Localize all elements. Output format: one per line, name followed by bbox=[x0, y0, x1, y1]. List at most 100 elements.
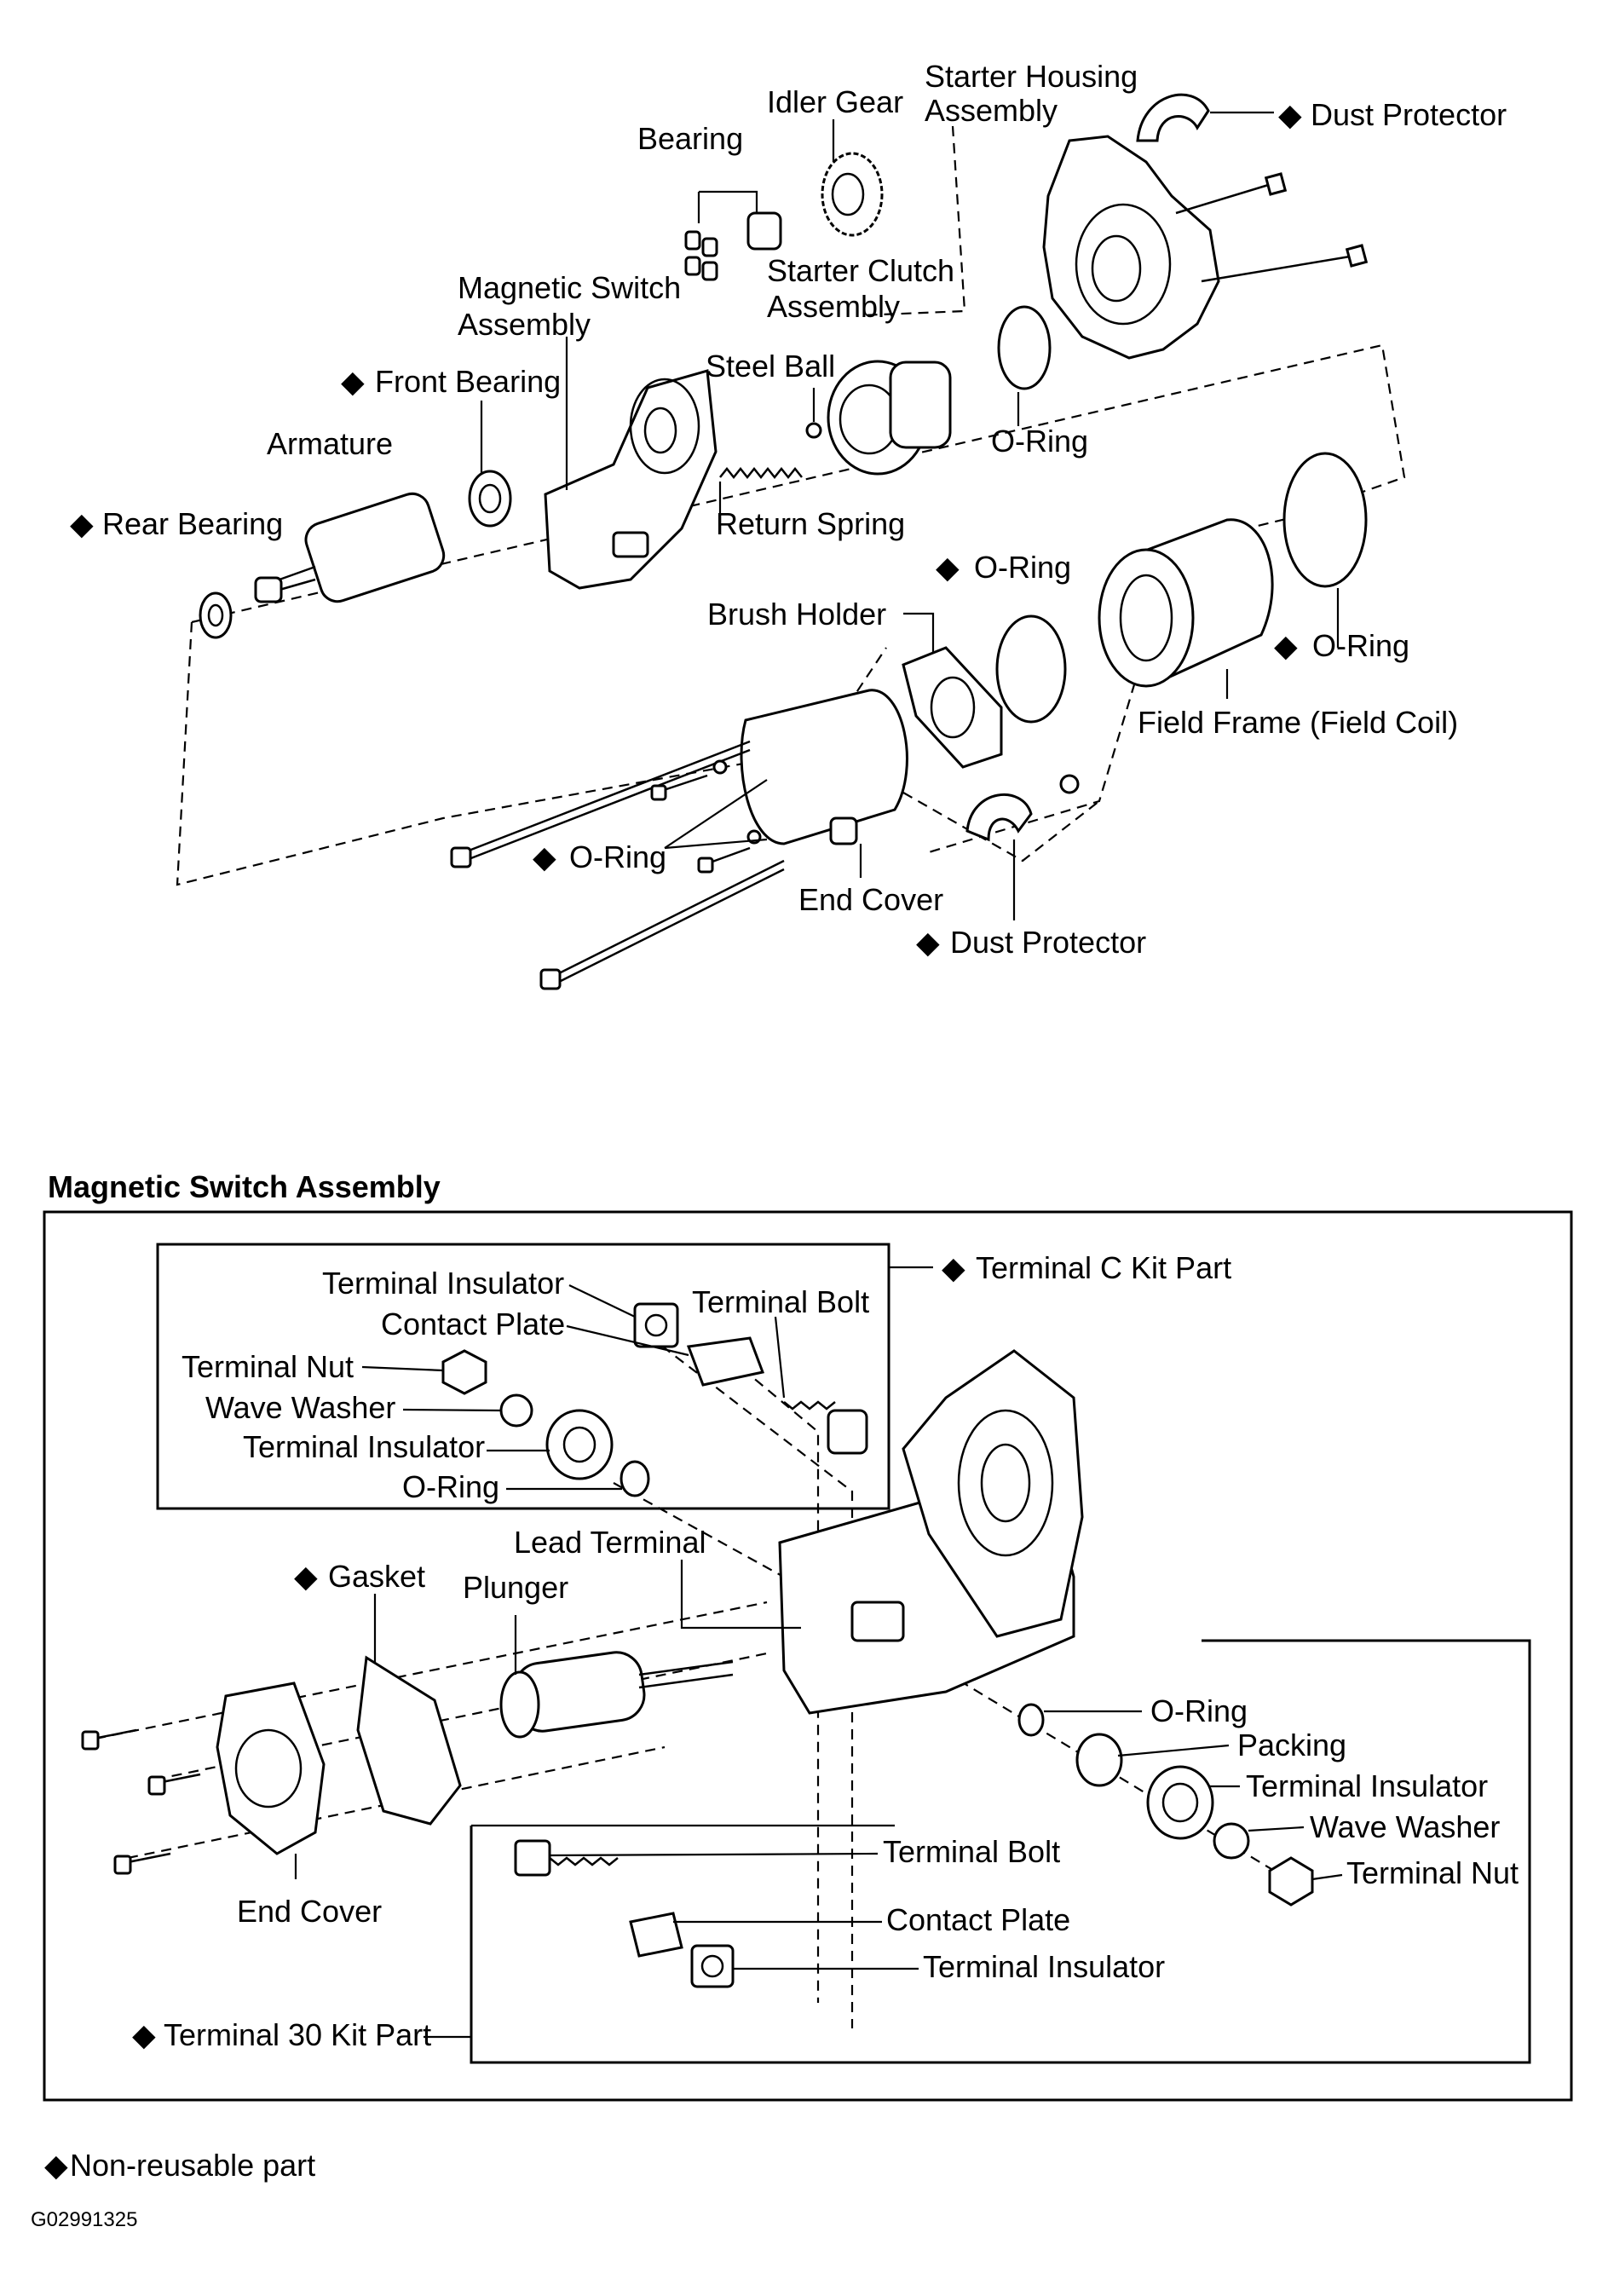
section-frame bbox=[43, 1210, 1573, 2102]
diamond-dust-protector-top: ◆ bbox=[1278, 97, 1302, 132]
label-lead-terminal: Lead Terminal bbox=[514, 1525, 706, 1560]
label-field-frame: Field Frame (Field Coil) bbox=[1138, 705, 1458, 740]
alignment-line-endcover bbox=[902, 792, 1100, 862]
magnetic-switch-body-part bbox=[778, 1349, 1084, 1715]
label-terminal-nut-right: Terminal Nut bbox=[1346, 1855, 1519, 1890]
alignment-line-main bbox=[191, 343, 1406, 854]
label-terminal-c-kit: Terminal C Kit Part bbox=[976, 1250, 1231, 1285]
label-o-ring-c: O-Ring bbox=[402, 1469, 499, 1504]
brush-holder-part bbox=[902, 646, 1003, 769]
nut-part bbox=[1059, 774, 1080, 794]
wave-washer-c-part bbox=[499, 1393, 533, 1428]
label-bearing: Bearing bbox=[637, 121, 743, 156]
label-front-bearing: Front Bearing bbox=[375, 364, 561, 399]
bearing-parts bbox=[684, 211, 782, 281]
terminal-insulator-right-part bbox=[1146, 1765, 1214, 1840]
contact-plate-c-part bbox=[686, 1336, 765, 1387]
legend-text: Non-reusable part bbox=[70, 2148, 315, 2183]
front-bearing-part bbox=[468, 470, 512, 528]
label-o-ring-brush: O-Ring bbox=[974, 550, 1071, 585]
detail-leader-lines bbox=[294, 1266, 1343, 2039]
label-end-cover-detail: End Cover bbox=[237, 1894, 382, 1929]
o-ring-brush-part bbox=[995, 614, 1067, 724]
magnetic-switch-part bbox=[544, 369, 718, 590]
label-dust-protector-top: Dust Protector bbox=[1311, 97, 1507, 132]
o-ring-right-part bbox=[1017, 1703, 1045, 1737]
through-bolts bbox=[450, 740, 785, 990]
detail-guide-7 bbox=[613, 1482, 862, 1620]
label-terminal-30-kit: Terminal 30 Kit Part bbox=[164, 2017, 431, 2052]
label-wave-washer-c: Wave Washer bbox=[205, 1390, 395, 1425]
label-gasket: Gasket bbox=[328, 1559, 425, 1594]
gasket-part bbox=[356, 1655, 462, 1826]
top-exploded-view: Starter Housing Assembly Idler Gear Bear… bbox=[70, 59, 1507, 990]
diamond-terminal-30-kit: ◆ bbox=[132, 2017, 156, 2052]
label-wave-washer-right: Wave Washer bbox=[1310, 1809, 1500, 1844]
o-ring-housing-part bbox=[997, 305, 1052, 390]
terminal-bolt-30-part bbox=[514, 1839, 619, 1877]
terminal-30-kit-box bbox=[470, 1639, 1531, 2064]
section-title: Magnetic Switch Assembly bbox=[48, 1169, 441, 1204]
diamond-o-ring-field: ◆ bbox=[1274, 628, 1298, 663]
o-ring-field-part bbox=[1282, 452, 1368, 588]
label-starter-housing-line1: Starter Housing bbox=[925, 59, 1138, 94]
o-ring-c-part bbox=[620, 1460, 650, 1497]
starter-housing-part bbox=[1042, 135, 1369, 360]
label-terminal-insulator-right: Terminal Insulator bbox=[1246, 1768, 1488, 1803]
legend-marker: ◆ bbox=[44, 2148, 68, 2183]
field-frame-part bbox=[1098, 518, 1274, 688]
label-terminal-bolt-30: Terminal Bolt bbox=[883, 1834, 1060, 1869]
end-cover-part bbox=[740, 689, 908, 845]
label-o-ring-endcover: O-Ring bbox=[569, 839, 666, 874]
diamond-front-bearing: ◆ bbox=[341, 364, 365, 399]
label-terminal-nut-c: Terminal Nut bbox=[182, 1349, 354, 1384]
label-contact-plate-30: Contact Plate bbox=[886, 1902, 1070, 1937]
terminal-nut-right-part bbox=[1268, 1856, 1314, 1907]
dust-protector-top-part bbox=[1136, 93, 1210, 142]
terminal-insulator-30-part bbox=[690, 1944, 735, 1988]
detail-guide-3 bbox=[95, 1601, 768, 1740]
diamond-gasket: ◆ bbox=[294, 1559, 318, 1594]
dust-protector-bottom-part bbox=[965, 793, 1033, 842]
label-starter-housing-line2: Assembly bbox=[925, 93, 1058, 128]
label-contact-plate-c: Contact Plate bbox=[381, 1307, 565, 1341]
label-return-spring: Return Spring bbox=[716, 506, 905, 541]
diamond-terminal-c-kit: ◆ bbox=[942, 1250, 965, 1285]
detail-guide-2 bbox=[715, 1346, 820, 2003]
label-o-ring-housing: O-Ring bbox=[991, 424, 1088, 459]
wave-washer-right-part bbox=[1213, 1822, 1250, 1860]
terminal-bolt-c-part bbox=[783, 1400, 868, 1455]
diamond-rear-bearing: ◆ bbox=[70, 506, 94, 541]
starter-clutch-part bbox=[827, 360, 952, 476]
top-leader-lines bbox=[480, 111, 1340, 920]
label-idler-gear: Idler Gear bbox=[767, 84, 903, 119]
terminal-insulator-c-part bbox=[633, 1302, 679, 1348]
label-plunger: Plunger bbox=[463, 1570, 568, 1605]
label-o-ring-field: O-Ring bbox=[1312, 628, 1409, 663]
label-brush-holder: Brush Holder bbox=[707, 597, 886, 632]
label-rear-bearing: Rear Bearing bbox=[102, 506, 283, 541]
diamond-o-ring-brush: ◆ bbox=[936, 550, 960, 585]
return-spring-part bbox=[719, 466, 803, 480]
label-magnetic-switch-line1: Magnetic Switch bbox=[458, 270, 681, 305]
label-terminal-bolt-c: Terminal Bolt bbox=[692, 1284, 869, 1319]
label-steel-ball: Steel Ball bbox=[706, 349, 835, 384]
label-end-cover-top: End Cover bbox=[798, 882, 943, 917]
terminal-nut-c-part bbox=[441, 1349, 487, 1395]
label-dust-protector-bottom: Dust Protector bbox=[950, 925, 1146, 960]
label-starter-clutch-line1: Starter Clutch bbox=[767, 253, 954, 288]
label-o-ring-right: O-Ring bbox=[1150, 1693, 1248, 1728]
idler-gear-part bbox=[821, 152, 884, 237]
rear-bearing-part bbox=[199, 591, 233, 639]
steel-ball-part bbox=[805, 422, 822, 439]
label-packing: Packing bbox=[1237, 1728, 1346, 1762]
terminal-insulator-c2-part bbox=[545, 1409, 614, 1480]
end-cover-screws bbox=[81, 1728, 201, 1875]
contact-plate-30-part bbox=[629, 1912, 683, 1958]
label-terminal-insulator-c2: Terminal Insulator bbox=[243, 1429, 485, 1464]
label-terminal-insulator-c: Terminal Insulator bbox=[322, 1266, 564, 1301]
figure-code: G02991325 bbox=[31, 2208, 137, 2231]
label-terminal-insulator-30: Terminal Insulator bbox=[923, 1949, 1165, 1984]
label-armature: Armature bbox=[267, 426, 393, 461]
